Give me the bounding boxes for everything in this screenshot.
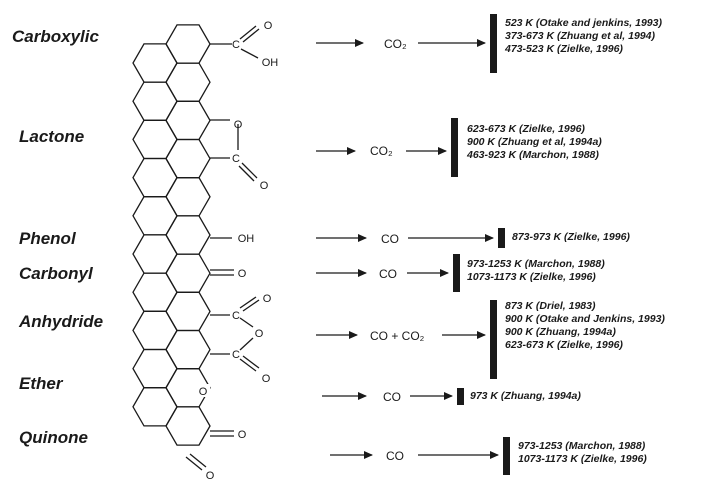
reference-entry: 973-1253 K (Marchon, 1988) — [467, 258, 605, 270]
lactone-exo-oxygen-label: O — [260, 180, 269, 192]
anhydride-ref-bar — [490, 300, 497, 379]
carbon-hexagon-framework — [132, 24, 211, 446]
group-label-carbonyl: Carbonyl — [19, 264, 93, 283]
lactone-substituent: O C O — [210, 119, 269, 192]
reference-entry: 1073-1173 K (Zielke, 1996) — [467, 271, 596, 283]
reference-entry: 900 K (Zhuang, 1994a) — [505, 326, 616, 338]
carboxylic-carbon-label: C — [232, 39, 240, 51]
phenol-substituent: OH — [210, 233, 254, 245]
phenol-hydroxyl-label: OH — [238, 233, 255, 245]
quinone-references: 973-1253 (Marchon, 1988) 1073-1173 K (Zi… — [518, 440, 647, 466]
carbon-ring-c0-1 — [165, 62, 211, 102]
carbonyl-oxygen-label: O — [238, 268, 247, 280]
decomposition-flows: CO₂ CO₂ CO CO CO + CO₂ CO CO — [316, 14, 510, 475]
ether-oxygen-label: O — [199, 386, 208, 398]
reference-entry: 473-523 K (Zielke, 1996) — [505, 43, 623, 55]
carbonyl-references: 973-1253 K (Marchon, 1988) 1073-1173 K (… — [467, 258, 605, 284]
ether-substituent: O — [196, 384, 210, 398]
anhydride-substituent: C O O C O — [210, 293, 272, 385]
carbon-ring-c1-7 — [132, 310, 178, 351]
reference-entry: 463-923 K (Marchon, 1988) — [467, 149, 599, 161]
ether-references: 973 K (Zhuang, 1994a) — [470, 390, 581, 403]
carbon-ring-c0-7 — [165, 291, 211, 332]
carbon-ring-c1-8 — [132, 348, 178, 389]
group-label-ether: Ether — [19, 374, 63, 393]
carbon-ring-c1-2 — [132, 119, 178, 160]
reference-entry: 873 K (Driel, 1983) — [505, 300, 596, 312]
functional-group-substituents: C O OH O C O OH O — [185, 20, 278, 482]
reference-entry: 873-973 K (Zielke, 1996) — [512, 231, 630, 243]
group-label-carboxylic: Carboxylic — [12, 27, 99, 46]
carboxylic-gas-label: CO₂ — [384, 37, 407, 51]
carbon-ring-c1-0 — [132, 43, 178, 83]
phenol-ref-bar — [498, 228, 505, 248]
carbon-ring-c1-3 — [132, 157, 178, 198]
quinone-ref-bar — [503, 437, 510, 475]
carbonyl-ref-bar — [453, 254, 460, 292]
reference-entry: 623-673 K (Zielke, 1996) — [505, 339, 623, 351]
quinone-substituent: O O — [185, 429, 247, 482]
group-label-phenol: Phenol — [19, 229, 76, 248]
reference-entry: 523 K (Otake and jenkins, 1993) — [505, 17, 662, 29]
carboxylic-substituent: C O OH — [210, 20, 278, 69]
reference-entry: 900 K (Otake and Jenkins, 1993) — [505, 313, 665, 325]
carbon-ring-c0-4 — [165, 177, 211, 217]
carbon-ring-c0-8 — [165, 329, 211, 370]
carbon-ring-c1-9 — [132, 387, 178, 427]
reference-entry: 623-673 K (Zielke, 1996) — [467, 123, 585, 135]
carboxylic-references: 523 K (Otake and jenkins, 1993) 373-673 … — [505, 17, 662, 56]
carbon-ring-c0-2 — [165, 100, 211, 141]
anhydride-lower-oxygen-label: O — [262, 373, 271, 385]
anhydride-lower-carbon-label: C — [232, 349, 240, 361]
group-label-anhydride: Anhydride — [19, 312, 104, 331]
ether-ref-bar — [457, 388, 464, 405]
carbon-ring-c0-3 — [165, 138, 211, 179]
group-label-lactone: Lactone — [19, 127, 85, 146]
lactone-ring-oxygen-label: O — [234, 119, 243, 131]
phenol-gas-label: CO — [381, 232, 399, 246]
anhydride-upper-carbon-label: C — [232, 310, 240, 322]
reference-entry: 1073-1173 K (Zielke, 1996) — [518, 453, 647, 465]
carboxylic-oxo-label: O — [264, 20, 273, 32]
carbonyl-gas-label: CO — [379, 267, 397, 281]
carbon-ring-c1-5 — [132, 234, 178, 274]
carbon-ring-c0-0 — [165, 24, 211, 64]
carbon-ring-c0-6 — [165, 253, 211, 293]
lactone-gas-label: CO₂ — [370, 144, 393, 158]
quinone-gas-label: CO — [386, 449, 404, 463]
phenol-references: 873-973 K (Zielke, 1996) — [512, 231, 630, 244]
carbonyl-substituent: O — [210, 268, 247, 280]
reference-entry: 373-673 K (Zhuang et al, 1994) — [505, 30, 655, 42]
carbon-ring-c0-10 — [165, 406, 211, 446]
lactone-carbon-label: C — [232, 153, 240, 165]
ether-gas-label: CO — [383, 390, 401, 404]
lactone-references: 623-673 K (Zielke, 1996) 900 K (Zhuang e… — [467, 123, 602, 162]
anhydride-upper-oxygen-label: O — [263, 293, 272, 305]
anhydride-gas-label: CO + CO₂ — [370, 329, 425, 343]
anhydride-ring-oxygen-label: O — [255, 328, 264, 340]
carbon-ring-c0-5 — [165, 215, 211, 255]
carboxylic-ref-bar — [490, 14, 497, 73]
quinone-upper-oxygen-label: O — [238, 429, 247, 441]
lactone-ref-bar — [451, 118, 458, 177]
carboxylic-hydroxyl-label: OH — [262, 57, 279, 69]
reference-entry: 900 K (Zhuang et al, 1994a) — [467, 136, 602, 148]
quinone-lower-oxygen-label: O — [206, 470, 215, 482]
carbon-ring-c1-4 — [132, 196, 178, 236]
carbon-ring-c1-6 — [132, 272, 178, 312]
carbon-ring-c1-1 — [132, 81, 178, 121]
reference-entry: 973-1253 (Marchon, 1988) — [518, 440, 646, 452]
anhydride-references: 873 K (Driel, 1983) 900 K (Otake and Jen… — [505, 300, 665, 352]
reference-entry: 973 K (Zhuang, 1994a) — [470, 390, 581, 402]
group-label-quinone: Quinone — [19, 428, 88, 447]
